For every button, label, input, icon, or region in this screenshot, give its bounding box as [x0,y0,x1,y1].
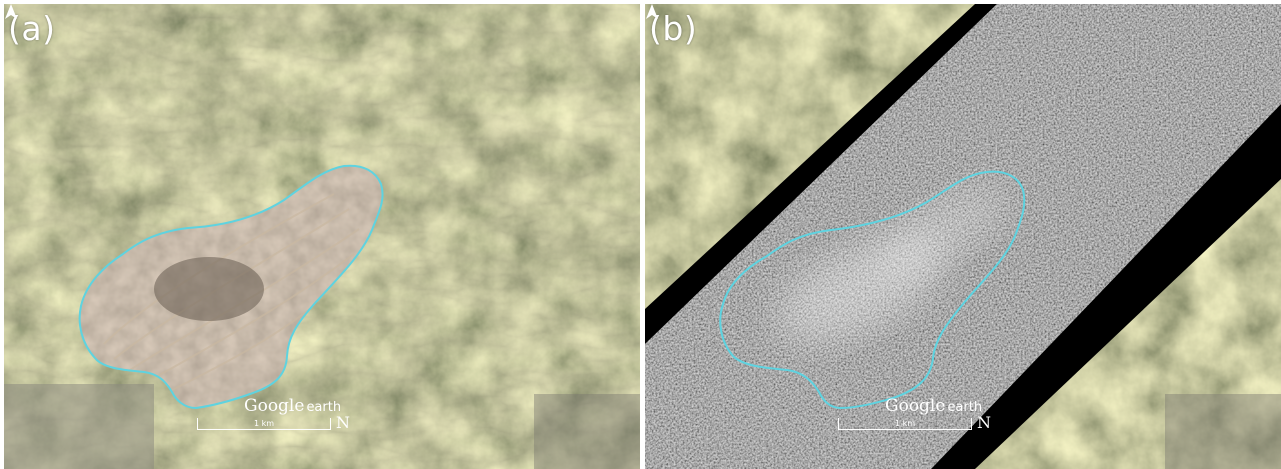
north-label-b: N [977,413,991,432]
north-label-a: N [336,413,350,432]
mine-outline-a [78,164,384,410]
logo-word-earth-b: earth [947,400,983,415]
scale-bar-label-b: 1 km [894,419,916,428]
scale-bar-b: 1 km [838,418,972,430]
satellite-image-a [4,4,640,469]
satellite-image-b [645,4,1281,469]
north-arrow-icon-a [5,4,17,19]
mine-outline-b [719,170,1026,410]
north-arrow-icon-b [646,4,658,19]
scale-bar-label-a: 1 km [253,419,275,428]
logo-word-earth-a: earth [306,400,342,415]
scale-bar-a: 1 km [197,418,331,430]
logo-word-google-b: Google [885,396,946,416]
logo-word-google-a: Google [244,396,305,416]
